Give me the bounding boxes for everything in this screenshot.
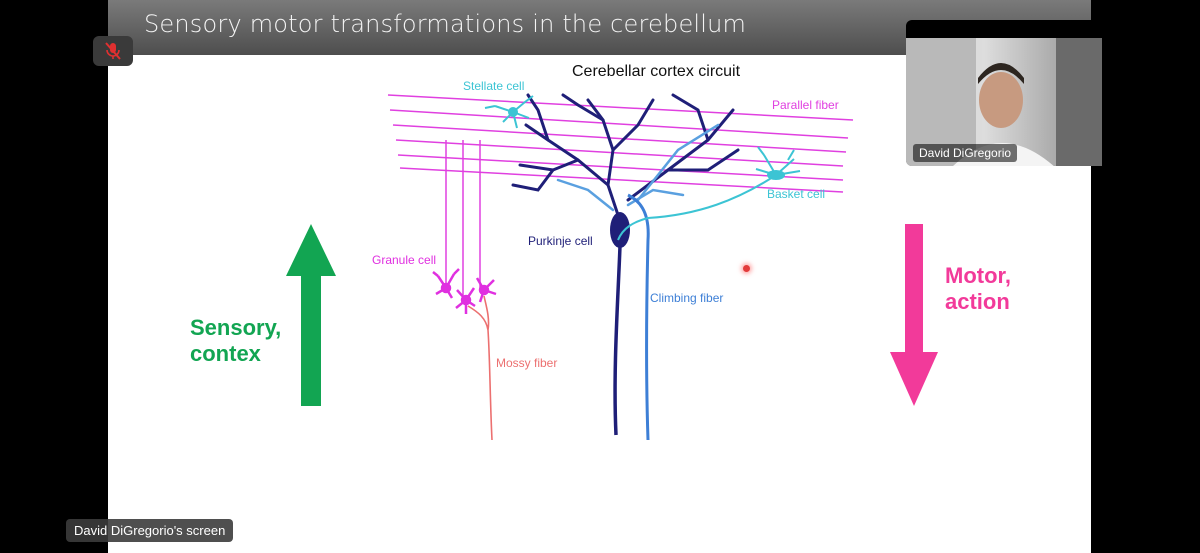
- stellate-cell: [484, 95, 534, 129]
- motor-label: Motor, action: [945, 263, 1011, 315]
- granule-cell-label: Granule cell: [372, 253, 437, 267]
- granule-axons: [445, 140, 481, 300]
- cerebellar-circuit-diagram: [387, 93, 854, 441]
- microphone-muted-icon: [105, 42, 121, 60]
- climbing-fiber: [627, 193, 650, 441]
- slide-title: Sensory motor transformations in the cer…: [144, 10, 747, 38]
- motor-down-arrow: [890, 224, 938, 406]
- purkinje-dendrites: [511, 93, 740, 217]
- mossy-fiber: [467, 295, 493, 441]
- laser-pointer: [743, 265, 750, 272]
- stellate-cell-label: Stellate cell: [463, 79, 525, 93]
- basket-cell-label: Basket cell: [767, 187, 826, 201]
- climbing-fiber-label: Climbing fiber: [650, 291, 724, 305]
- mossy-fiber-label: Mossy fiber: [496, 356, 558, 370]
- basket-cell: [617, 146, 801, 241]
- sensory-label: Sensory, contex: [190, 315, 281, 367]
- purkinje-soma: [610, 212, 630, 248]
- screen-share-label: David DiGregorio's screen: [66, 519, 234, 542]
- sensory-line-2: contex: [190, 341, 261, 366]
- participant-name-tag: David DiGregorio: [913, 144, 1018, 162]
- purkinje-cell-label: Purkinje cell: [528, 234, 593, 248]
- motor-line-1: Motor,: [945, 263, 1011, 288]
- purkinje-dendrites-light: [556, 123, 720, 212]
- purkinje-axon: [613, 245, 622, 436]
- sensory-line-1: Sensory,: [190, 315, 282, 340]
- motor-line-2: action: [945, 289, 1010, 314]
- parallel-fiber-label: Parallel fiber: [772, 98, 839, 112]
- mute-button[interactable]: [93, 36, 133, 66]
- sensory-up-arrow: [286, 224, 336, 406]
- granule-cells: [432, 268, 497, 314]
- figure-title: Cerebellar cortex circuit: [572, 63, 741, 80]
